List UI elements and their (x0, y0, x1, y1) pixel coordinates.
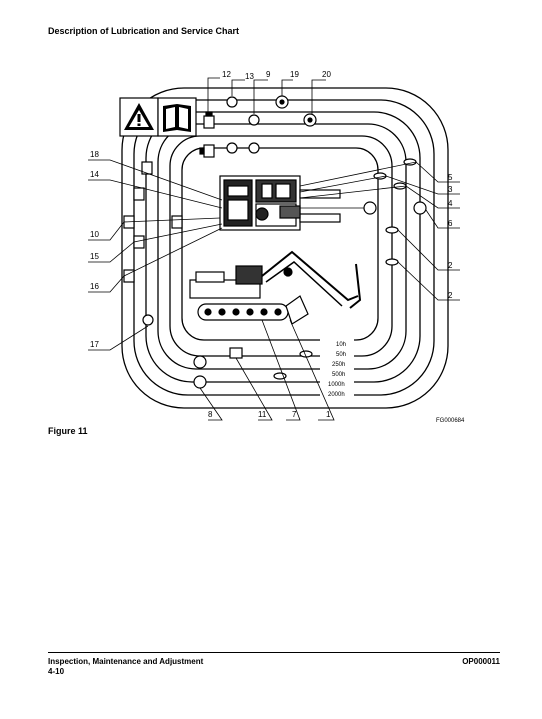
lube-point-12-icon (203, 111, 215, 129)
footer-page-number: 4-10 (48, 667, 65, 676)
callout-13: 13 (245, 72, 254, 81)
callout-19: 19 (290, 70, 299, 79)
ring-500h (145, 111, 421, 383)
callout-5: 5 (448, 173, 453, 182)
lube-point-14-icon (133, 187, 145, 201)
excavator-top-view (219, 175, 341, 231)
interval-250h: 250h (332, 362, 345, 368)
ring-10h (181, 147, 379, 341)
figure-caption: Figure 11 (48, 426, 88, 436)
footer-section: Inspection, Maintenance and Adjustment (48, 657, 204, 666)
footer-doc-code: OP000011 (462, 657, 500, 666)
callout-6: 6 (448, 219, 453, 228)
callout-10: 10 (90, 230, 99, 239)
lube-point-9-icon (248, 114, 260, 154)
callout-20: 20 (322, 70, 331, 79)
excavator-side-view (189, 250, 362, 325)
lube-point-18-icon (141, 161, 153, 175)
leader-lines (88, 77, 460, 421)
callout-7: 7 (292, 410, 297, 419)
ring-2000h (121, 87, 449, 409)
warning-triangle-icon (119, 97, 159, 137)
page-title: Description of Lubrication and Service C… (48, 26, 240, 36)
figure-code: FG000684 (436, 418, 465, 424)
callout-15: 15 (90, 252, 99, 261)
callout-12: 12 (222, 70, 231, 79)
callout-14: 14 (90, 170, 99, 179)
interval-2000h: 2000h (328, 392, 345, 398)
callout-labels: 12 13 9 19 20 18 14 10 15 16 17 5 3 4 6 … (90, 70, 453, 419)
footer-divider (48, 652, 500, 653)
lube-point-8-icon (193, 355, 207, 389)
interval-10h: 10h (336, 342, 346, 348)
callout-4: 4 (448, 199, 453, 208)
callout-2b: 2 (448, 291, 453, 300)
ring-50h (169, 135, 393, 357)
lube-point-6-icon (363, 201, 427, 215)
lube-point-20-icon (303, 113, 317, 127)
callout-1: 1 (326, 410, 331, 419)
callout-17: 17 (90, 340, 99, 349)
interval-500h: 500h (332, 372, 345, 378)
ring-250h (157, 123, 407, 370)
interval-labels: 10h 50h 250h 500h 1000h 2000h (328, 342, 346, 398)
lube-point-13-icon (226, 96, 238, 154)
callout-9: 9 (266, 70, 271, 79)
callout-11: 11 (258, 410, 267, 419)
callout-8: 8 (208, 410, 213, 419)
lube-point-11-icon (229, 347, 243, 359)
lube-point-17-icon (142, 314, 154, 326)
interval-50h: 50h (336, 352, 346, 358)
lube-point-12-lower-icon (199, 144, 215, 158)
lube-point-2-icon (385, 226, 399, 266)
footer-left: Inspection, Maintenance and Adjustment 4… (48, 657, 203, 677)
lube-point-19-icon (275, 95, 289, 109)
callout-2a: 2 (448, 261, 453, 270)
interval-1000h: 1000h (328, 382, 345, 388)
callout-18: 18 (90, 150, 99, 159)
callout-3: 3 (448, 185, 453, 194)
manual-book-icon (157, 97, 197, 137)
callout-16: 16 (90, 282, 99, 291)
